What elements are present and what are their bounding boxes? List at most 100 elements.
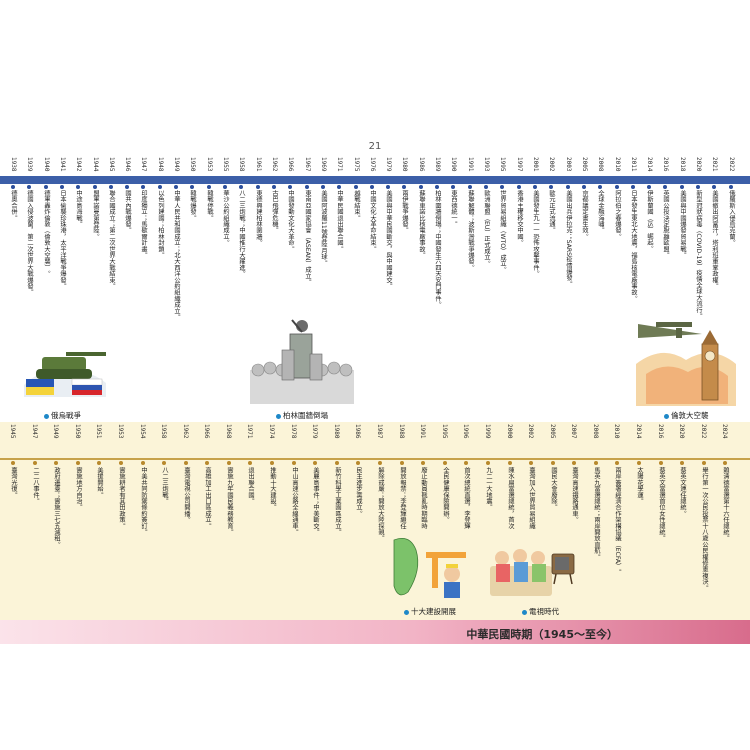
event-year: 1940 [43, 156, 50, 172]
event-description: 英國公投決定脫離歐盟。 [662, 190, 669, 259]
event-description: 美國出兵伊拉克；SARS疫情爆發。 [565, 190, 572, 288]
event-year: 1995 [499, 156, 506, 172]
event-marker [615, 185, 619, 189]
event-description: 賴清德當選第十六任總統。 [722, 467, 729, 542]
event-marker [647, 185, 651, 189]
event-marker [174, 185, 178, 189]
event-marker [239, 185, 243, 189]
event-marker [11, 461, 15, 465]
event-description: 中華民國退出聯合國。 [336, 190, 343, 252]
event-marker [517, 185, 521, 189]
event-description: 日本偷襲珍珠港，太平洋戰爭爆發。 [59, 190, 66, 290]
event-description: 東南亞國家協會（ASEAN）成立。 [304, 190, 311, 286]
event-marker [680, 185, 684, 189]
event-year: 1996 [462, 424, 469, 439]
construction-illustration [393, 537, 466, 598]
berlin-wall-illustration [250, 319, 354, 404]
event-year: 1944 [92, 156, 99, 172]
event-description: 馬英九當選總統；兩岸開放直航。 [593, 467, 600, 560]
event-year: 2024 [721, 424, 728, 439]
event-marker [659, 461, 663, 465]
event-year: 1979 [385, 156, 392, 172]
event-marker [335, 461, 339, 465]
event-marker [256, 185, 260, 189]
event-year: 1993 [483, 156, 490, 172]
event-description: 德國入侵波蘭，第二次世界大戰爆發。 [26, 190, 33, 296]
event-marker [44, 185, 48, 189]
event-marker [354, 185, 358, 189]
event-year: 1978 [290, 424, 297, 439]
event-marker [435, 185, 439, 189]
event-description: 臺灣加入世界貿易組織（WTO）。 [528, 467, 535, 529]
event-year: 2018 [679, 156, 686, 172]
event-marker [486, 461, 490, 465]
event-year: 2008 [592, 424, 599, 439]
event-year: 1986 [418, 156, 425, 172]
war-caption: 俄烏戰爭 [44, 410, 81, 421]
event-year: 2008 [597, 156, 604, 172]
event-description: 中途島海戰。 [75, 190, 82, 228]
event-marker [663, 185, 667, 189]
event-marker [292, 461, 296, 465]
event-description: 陳水扁當選總統，首次政黨輪替。 [507, 467, 514, 529]
event-year: 1949 [173, 156, 180, 172]
event-marker [76, 185, 80, 189]
event-description: 民主進步黨成立。 [355, 467, 362, 517]
blitz-caption: 倫敦大空襲 [664, 410, 709, 421]
event-description: 俄羅斯入侵烏克蘭。 [728, 190, 735, 246]
event-description: 華沙公約組織成立。 [222, 190, 229, 246]
event-description: 臺灣高速鐵路通車。 [571, 467, 578, 523]
event-year: 1962 [182, 424, 189, 439]
event-description: 美援開始。 [96, 467, 103, 498]
event-description: 政府遷臺；實施三七五減租。 [53, 467, 60, 548]
event-year: 1942 [75, 156, 82, 172]
event-year: 2016 [657, 424, 664, 439]
event-description: 全球金融海嘯。 [597, 190, 604, 234]
war-illustration [24, 352, 106, 397]
event-marker [288, 185, 292, 189]
event-marker [582, 185, 586, 189]
caption-dot-icon [276, 413, 281, 419]
event-description: 舉行第一次公民投票十八歲公民權修憲複決。 [701, 467, 708, 591]
event-year: 1954 [139, 424, 146, 439]
event-year: 1941 [59, 156, 66, 172]
event-year: 2014 [635, 424, 642, 439]
event-description: 二二八事件。 [32, 467, 39, 505]
event-year: 1979 [311, 424, 318, 439]
event-description: 京都議定書生效。 [581, 190, 588, 240]
event-marker [508, 461, 512, 465]
event-marker [549, 185, 553, 189]
event-description: 臺灣光復。 [10, 467, 17, 498]
event-description: 伊斯蘭國（IS）崛起。 [646, 190, 653, 252]
event-description: 中美共同防禦條約簽訂。 [140, 467, 147, 536]
event-marker [93, 185, 97, 189]
event-description: 日本發生東北大地震，福島核電廠事故。 [630, 190, 637, 302]
event-description: 德軍轟炸倫敦（倫敦大空襲）。 [43, 190, 50, 277]
event-year: 1974 [268, 424, 275, 439]
event-year: 2020 [695, 156, 702, 172]
event-year: 1953 [117, 424, 124, 439]
event-year: 1971 [246, 424, 253, 439]
event-marker [637, 461, 641, 465]
event-description: 美國與中國爆發貿易戰。 [679, 190, 686, 259]
event-year: 2000 [506, 424, 513, 439]
event-description: 德奧合併。 [10, 190, 17, 221]
caption-dot-icon [664, 413, 669, 419]
event-marker [356, 461, 360, 465]
event-description: 退出聯合國。 [247, 467, 254, 505]
event-marker [594, 461, 598, 465]
taiwan-events-band [0, 422, 750, 620]
event-marker [680, 461, 684, 465]
event-marker [443, 461, 447, 465]
event-description: 高雄加工出口區成立。 [204, 467, 211, 529]
page-number: 21 [368, 141, 382, 152]
event-description: 香港主權移交中國。 [516, 190, 523, 246]
event-marker [60, 185, 64, 189]
event-marker [119, 461, 123, 465]
event-marker [33, 461, 37, 465]
event-year: 1950 [189, 156, 196, 172]
event-description: 國民大會廢除。 [550, 467, 557, 511]
event-marker [484, 185, 488, 189]
event-year: 1999 [484, 424, 491, 439]
event-marker [27, 185, 31, 189]
